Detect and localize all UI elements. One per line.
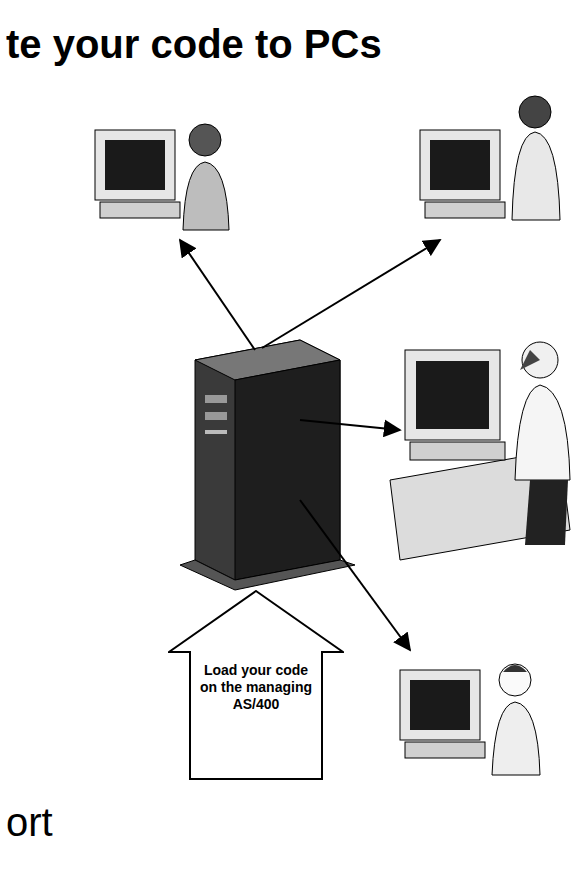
arrow-shape — [169, 591, 343, 779]
server-tower — [180, 340, 355, 590]
pc-user — [400, 664, 540, 775]
arrow-label: Load your code on the managing AS/400 — [198, 662, 314, 712]
pc-user — [95, 124, 229, 230]
block-arrow: Load your code on the managing AS/400 — [168, 590, 344, 780]
cut-off-text: ort — [6, 800, 53, 845]
pc-user — [420, 96, 560, 220]
distribution-arrows — [180, 240, 440, 650]
pc-user-desk — [390, 342, 570, 560]
slide-title: te your code to PCs — [6, 22, 382, 67]
